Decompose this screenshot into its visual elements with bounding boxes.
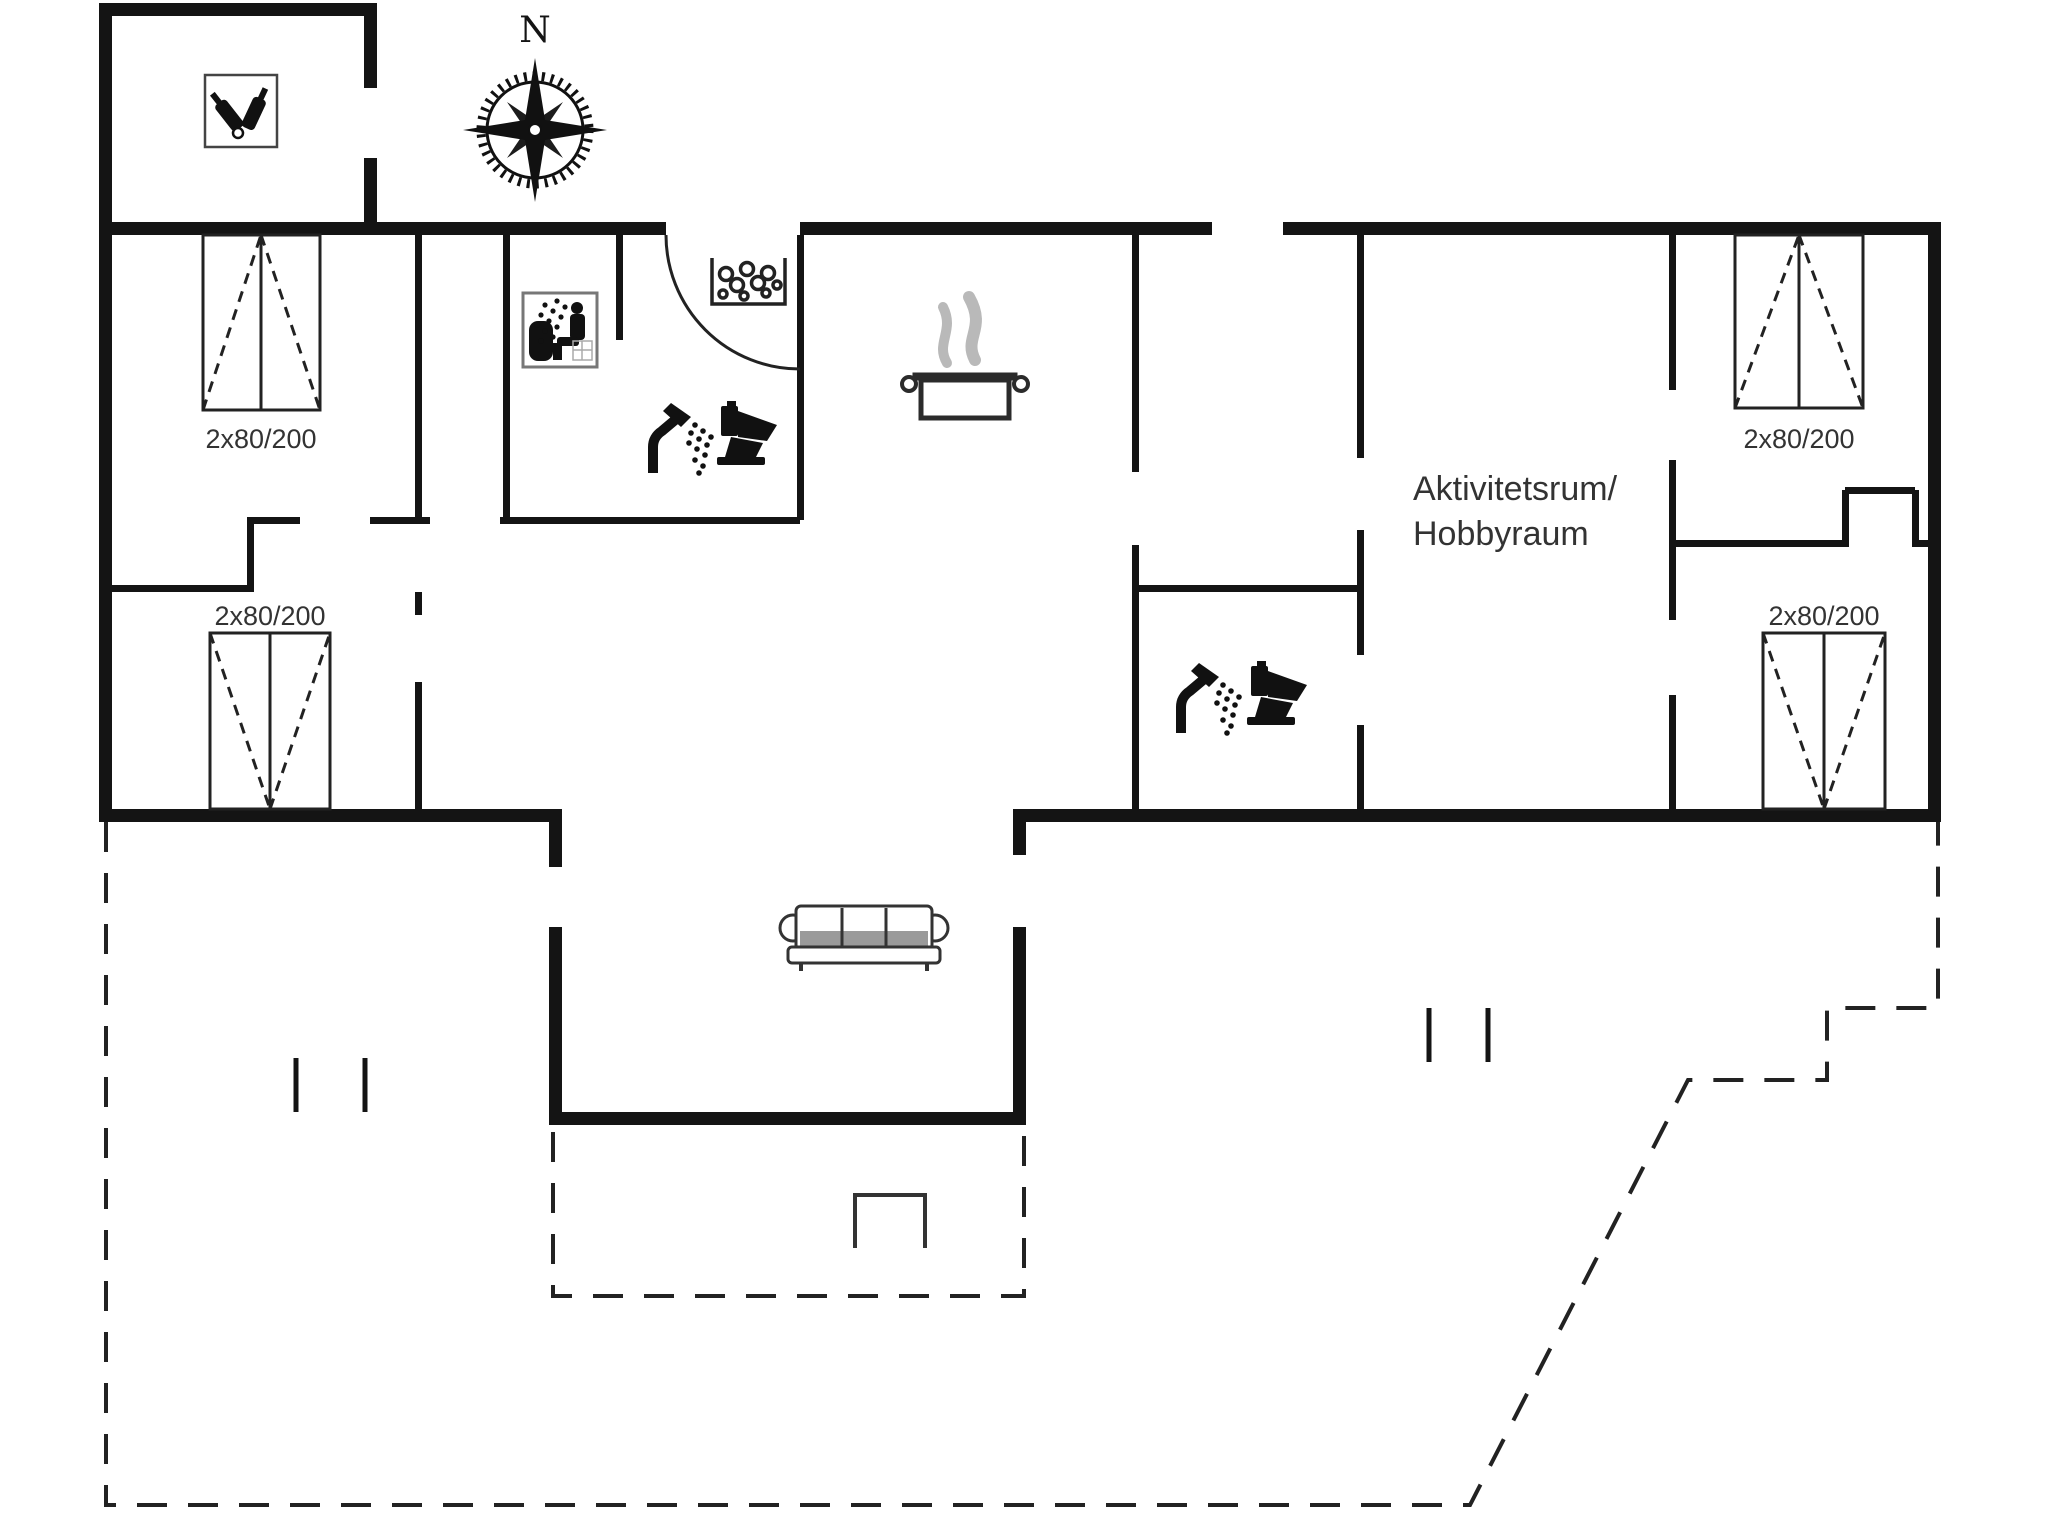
- wall-segment: [1669, 235, 1676, 390]
- activity-room-label-line1: Aktivitetsrum/: [1413, 470, 1618, 508]
- wall-segment: [1013, 809, 1026, 855]
- wardrobe-size-label: 2x80/200: [205, 424, 316, 454]
- wall-segment: [500, 517, 800, 524]
- wall-segment: [364, 158, 377, 235]
- wardrobe-symbol: [201, 233, 322, 412]
- wall-segment: [1912, 540, 1932, 547]
- wall-segment: [1357, 235, 1364, 458]
- wall-segment: [1669, 695, 1676, 810]
- wall-segment: [250, 517, 300, 524]
- wine-bottles-icon: [203, 73, 279, 149]
- activity-room-label-line2: Hobbyraum: [1413, 515, 1589, 553]
- terrace-outline: [104, 822, 1940, 1507]
- compass-rose-icon: N: [463, 10, 607, 202]
- wall-segment: [99, 809, 556, 822]
- terrace-boundary-center: [551, 1132, 1026, 1298]
- wardrobe-size-label: 2x80/200: [214, 601, 325, 631]
- wall-segment: [549, 927, 562, 1125]
- wardrobe-symbol: [208, 631, 332, 811]
- wardrobe-size-label: 2x80/200: [1768, 601, 1879, 631]
- shower-icon: [648, 403, 714, 476]
- wall-segment: [503, 235, 510, 520]
- whirlpool-icon: [521, 291, 599, 369]
- wall-segment: [415, 592, 422, 615]
- wall-segment: [1016, 809, 1941, 822]
- wall-segment: [1928, 222, 1941, 822]
- wall-segment: [1672, 540, 1845, 547]
- wall-segment: [106, 585, 250, 592]
- wall-segment: [247, 517, 254, 592]
- interior-walls: [106, 235, 1932, 810]
- terrace-steps-icon: [853, 1193, 927, 1248]
- wardrobes: [201, 233, 1887, 811]
- wall-segment: [1912, 490, 1919, 547]
- wall-segment: [549, 809, 562, 867]
- wardrobe-symbol: [1733, 233, 1865, 410]
- wall-segment: [415, 235, 422, 520]
- compass-north-letter: N: [519, 10, 551, 51]
- wall-segment: [99, 3, 377, 16]
- wall-segment: [370, 517, 430, 524]
- wall-segment: [364, 3, 377, 88]
- wall-segment: [1013, 927, 1026, 1112]
- door-swing-arc: [664, 234, 801, 371]
- toilet-icon: [1247, 661, 1307, 725]
- wall-segment: [1357, 725, 1364, 810]
- terrace-tick-marks: [293, 1008, 1491, 1112]
- wall-segment: [1845, 487, 1915, 494]
- bathroom-2-icons: [1176, 661, 1307, 736]
- wall-segment: [1132, 235, 1139, 472]
- bathroom-1-icons: [648, 401, 777, 476]
- wall-segment: [99, 3, 112, 822]
- wall-segment: [616, 235, 623, 340]
- wall-segment: [800, 222, 1212, 235]
- hob-icon: [710, 258, 787, 306]
- wall-segment: [1135, 585, 1361, 592]
- wardrobe-symbol: [1761, 631, 1887, 811]
- terrace-boundary-main: [104, 822, 1940, 1507]
- wall-segment: [415, 682, 422, 810]
- wall-segment: [1132, 545, 1139, 810]
- outer-walls: [99, 3, 1941, 1125]
- wall-segment: [99, 222, 666, 235]
- wardrobe-size-label: 2x80/200: [1743, 424, 1854, 454]
- wall-segment: [549, 1112, 1026, 1125]
- cooking-pot-icon: [900, 291, 1030, 421]
- toilet-icon: [717, 401, 777, 465]
- wall-segment: [797, 235, 804, 520]
- wall-segment: [1283, 222, 1941, 235]
- activity-room-label: Aktivitetsrum/ Hobbyraum: [1413, 470, 1618, 553]
- wall-segment: [1842, 490, 1849, 547]
- sofa-icon: [778, 904, 950, 971]
- wall-segment: [1357, 530, 1364, 655]
- shower-icon: [1176, 663, 1242, 736]
